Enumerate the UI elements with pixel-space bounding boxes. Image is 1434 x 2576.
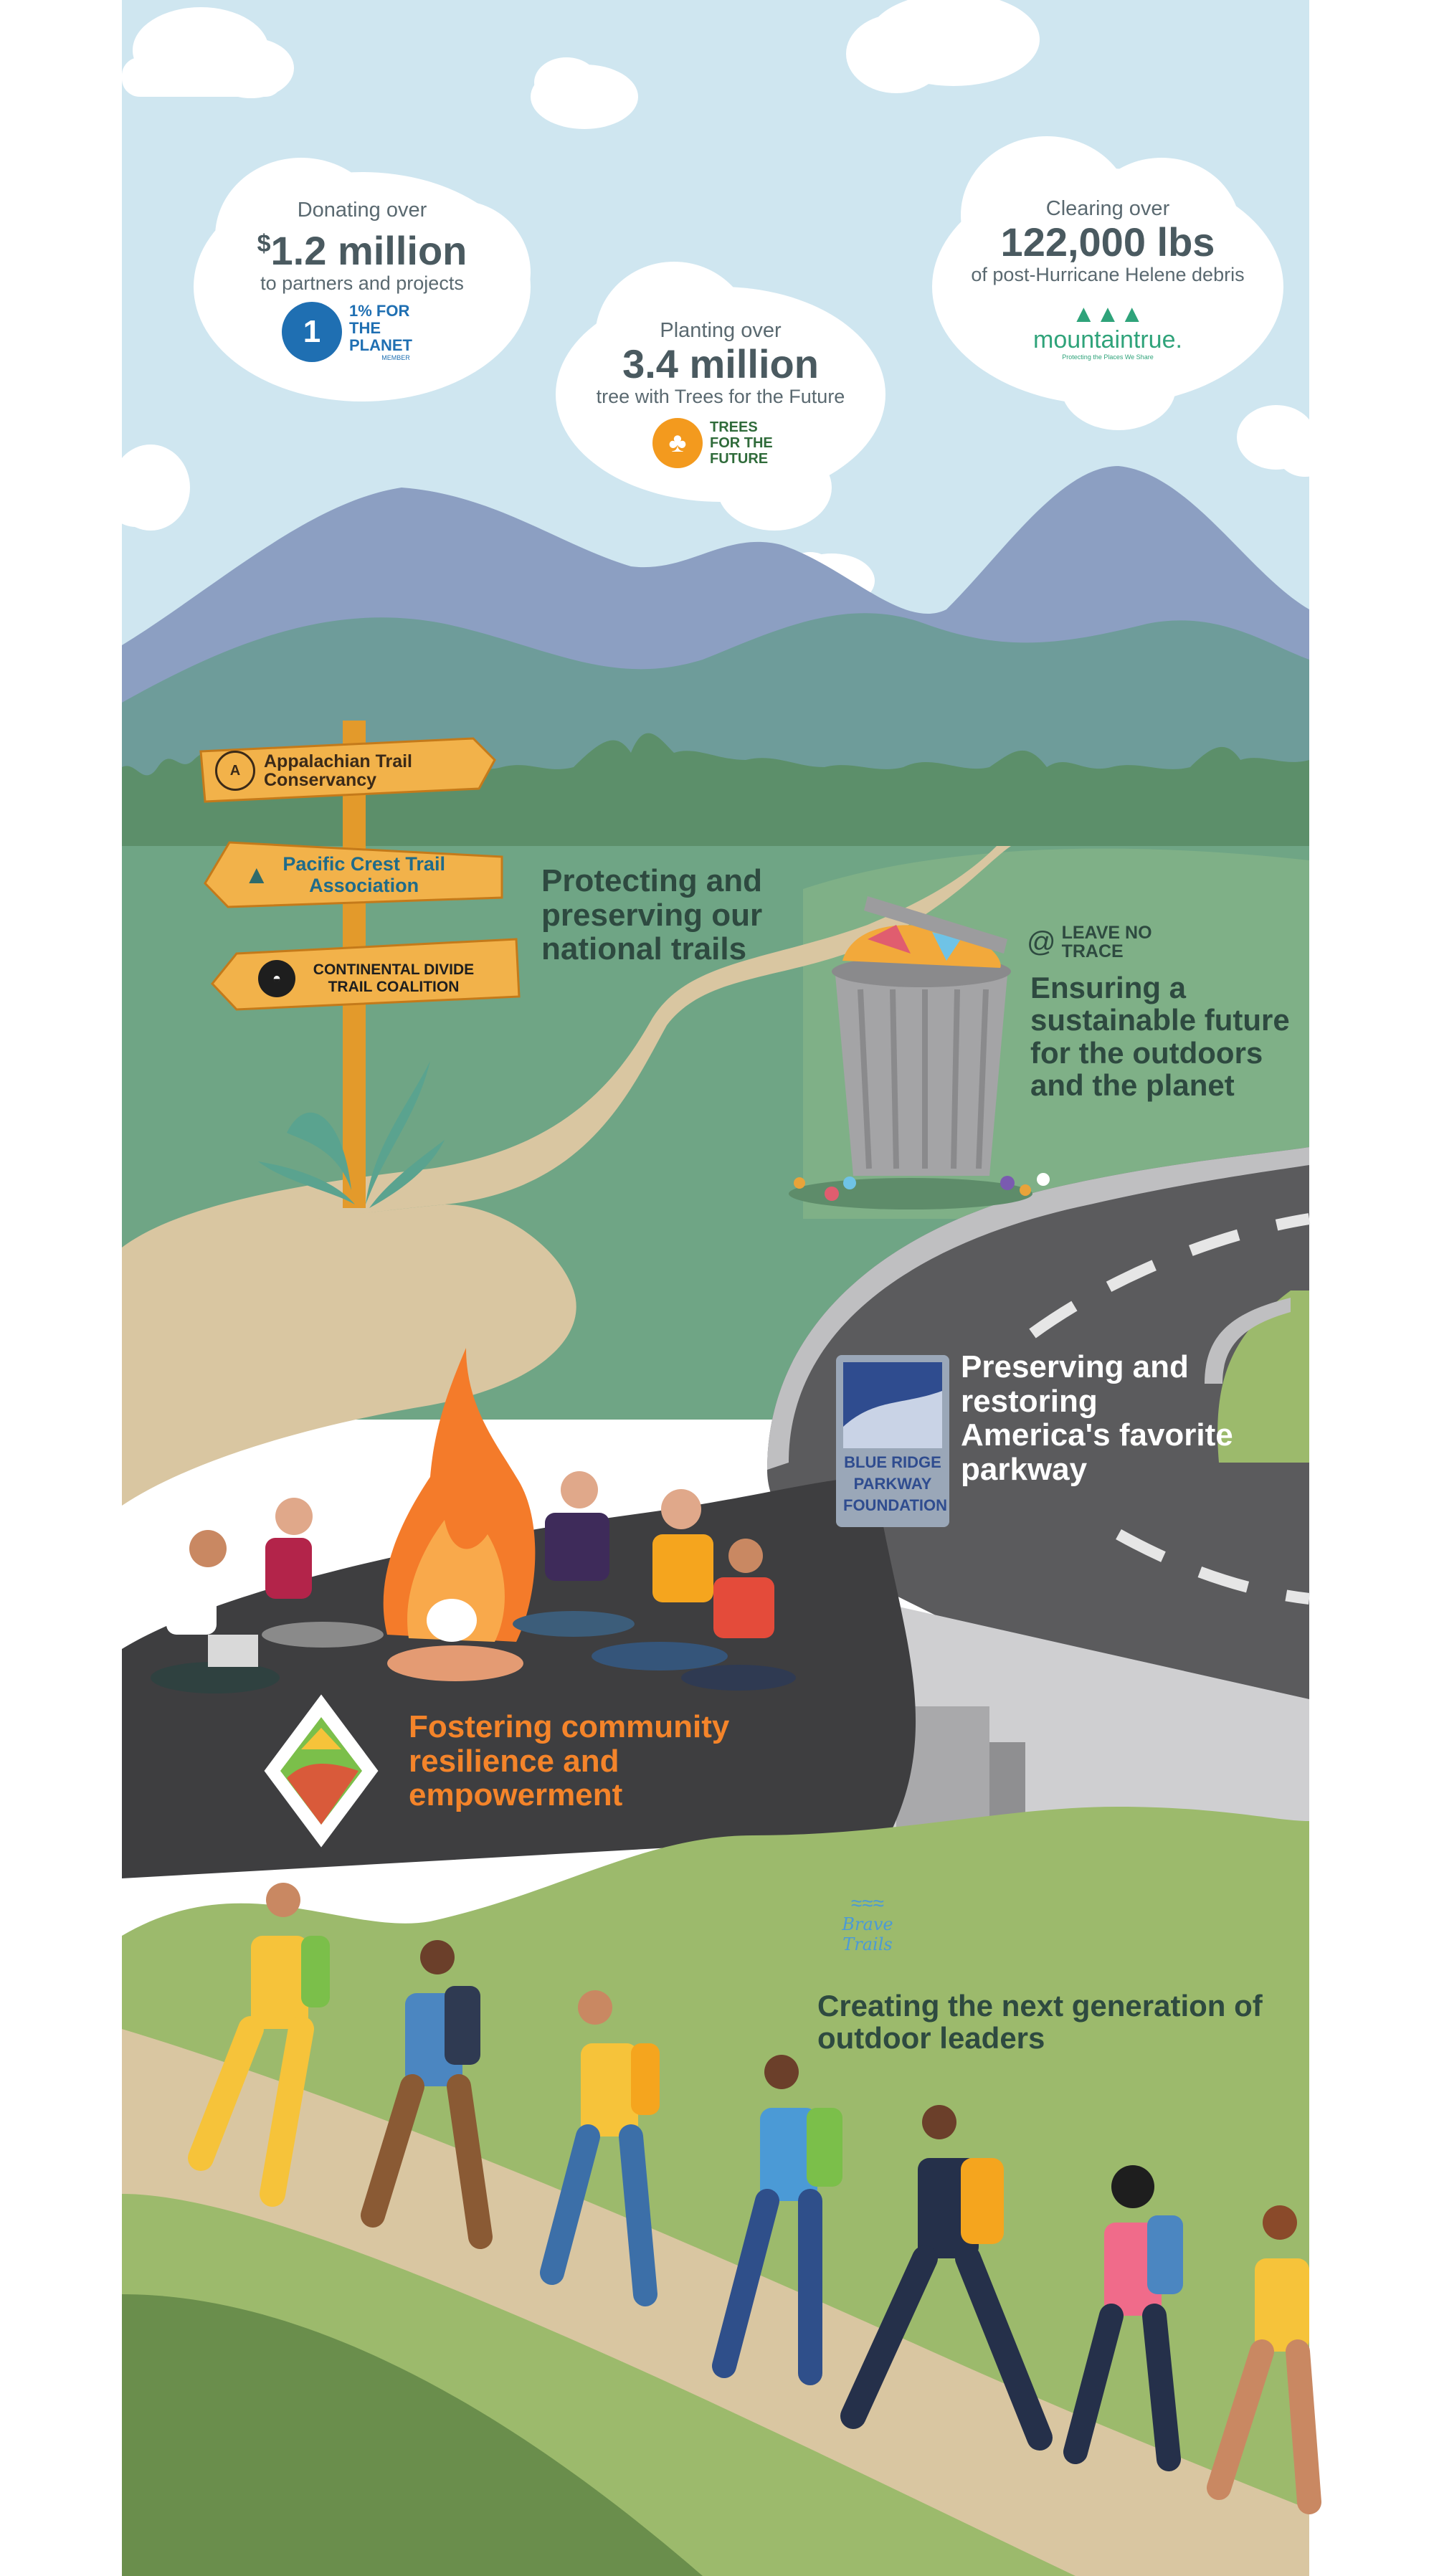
cdt-icon: ◓ — [258, 960, 295, 997]
stat-pre: Donating over — [297, 199, 427, 222]
caption-leaders: Creating the next generation of outdoor … — [817, 1989, 1263, 2055]
stat-value: 3.4 million — [622, 341, 819, 386]
campfire — [383, 1348, 536, 1681]
stat-donating: Donating over $1.2 million to partners a… — [201, 199, 523, 362]
brave-trails-icon: ≈≈≈ — [850, 1892, 885, 1914]
sprout-icon: ♣ — [652, 418, 703, 468]
one-percent-logo-text: 1% FOR THE PLANET — [349, 302, 412, 354]
leave-no-trace-logo: @ LEAVE NO TRACE — [1027, 923, 1152, 961]
stat-pre: Planting over — [660, 319, 782, 342]
stat-post: of post-Hurricane Helene debris — [971, 264, 1245, 285]
sign-continental-divide: ◓ CONTINENTAL DIVIDE TRAIL COALITION — [258, 954, 516, 1004]
stat-clearing: Clearing over 122,000 lbs of post-Hurric… — [946, 197, 1269, 361]
trees-future-logo: ♣ TREES FOR THE FUTURE — [559, 418, 882, 468]
community-diamond-logo — [260, 1689, 382, 1853]
stat-post: tree with Trees for the Future — [596, 386, 845, 407]
stat-pre: Clearing over — [1045, 197, 1170, 220]
stat-value: 122,000 lbs — [1000, 219, 1215, 265]
blue-ridge-logo-text: BLUE RIDGE PARKWAY FOUNDATION — [843, 1453, 948, 1514]
caption-parkway: Preserving and restoring America's favor… — [961, 1349, 1233, 1487]
at-icon: A — [215, 751, 255, 791]
stat-planting: Planting over 3.4 million tree with Tree… — [559, 319, 882, 468]
pct-mountain-icon: ▲ — [244, 860, 270, 889]
hiking-path — [122, 2029, 1309, 2576]
parkway-road — [767, 1147, 1309, 1742]
seated-people — [151, 1471, 796, 1693]
caption-community: Fostering community resilience and empow… — [409, 1709, 730, 1813]
clouds — [108, 0, 1334, 608]
blue-ridge-logo — [836, 1355, 949, 1527]
trash-can — [789, 896, 1050, 1209]
caption-trails: Protecting and preserving our national t… — [541, 863, 763, 967]
stat-post: to partners and projects — [260, 272, 464, 294]
trees-future-text: TREES FOR THE FUTURE — [710, 419, 773, 467]
one-percent-logo: 1 1% FOR THE PLANET MEMBER — [201, 302, 523, 362]
tree-line — [122, 733, 1309, 860]
mountaintrue-logo: ▲▲▲ mountaintrue. Protecting the Places … — [946, 302, 1269, 361]
sign-appalachian: A Appalachian Trail Conservancy — [215, 746, 473, 796]
swirl-icon: @ — [1027, 926, 1056, 958]
tree-icon: ▲▲▲ — [1071, 300, 1144, 328]
one-percent-icon: 1 — [282, 302, 342, 362]
hikers — [188, 1883, 1321, 2514]
caption-leave-no-trace: Ensuring a sustainable future for the ou… — [1030, 971, 1290, 1103]
brave-trails-logo: ≈≈≈ Brave Trails — [817, 1892, 918, 1955]
stat-value: $1.2 million — [257, 228, 467, 273]
sign-pacific-crest: ▲ Pacific Crest Trail Association — [244, 853, 445, 896]
